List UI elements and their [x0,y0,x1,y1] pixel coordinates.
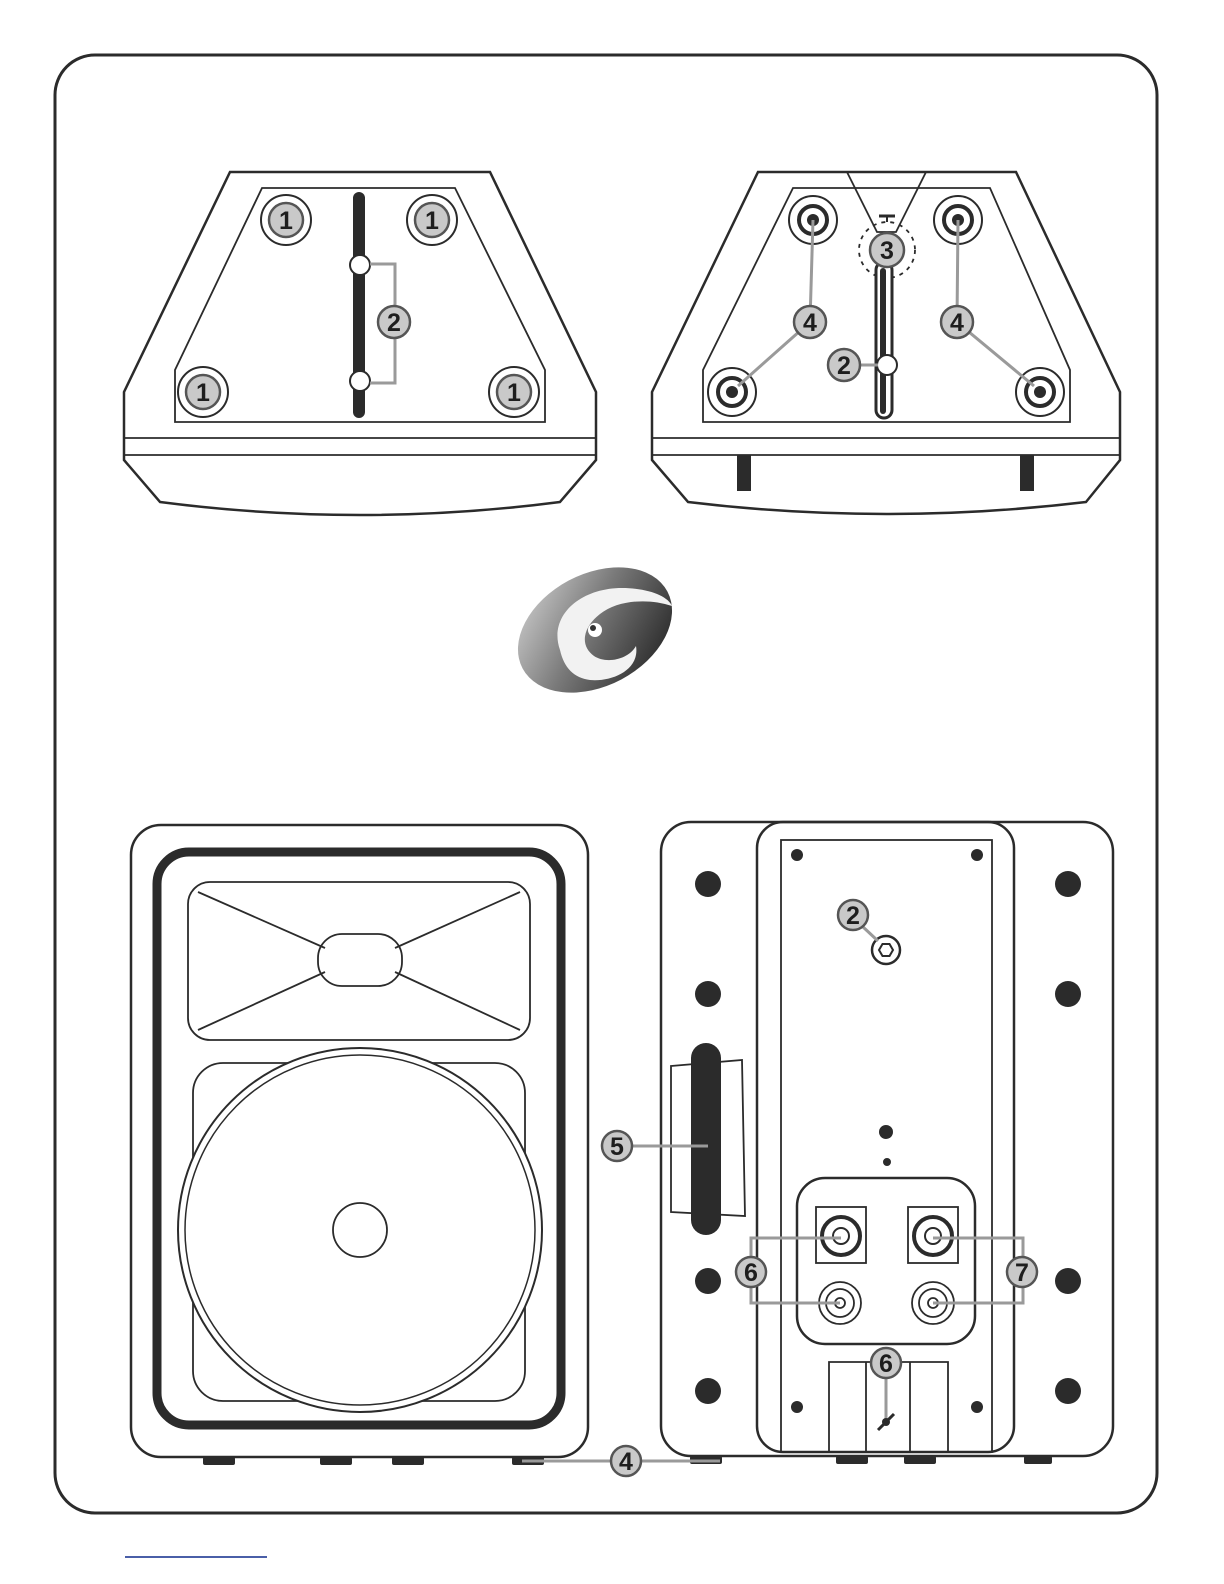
svg-text:4: 4 [619,1448,633,1476]
front-view [131,825,588,1465]
callout-1-top-right: 1 [415,203,449,237]
callout-1-bottom-left: 1 [186,375,220,409]
top-view-2 [652,172,1120,514]
callout-2-top-view-2: 2 [828,349,860,381]
callout-2-top-view-1: 2 [378,306,410,338]
svg-text:5: 5 [610,1133,624,1161]
footer-rule [125,1556,267,1558]
svg-text:1: 1 [507,379,521,407]
callout-2-rear: 2 [838,900,868,930]
svg-text:1: 1 [425,207,439,235]
callout-1-bottom-right: 1 [497,375,531,409]
callout-4-left: 4 [794,306,826,338]
svg-text:4: 4 [803,309,817,337]
callout-7: 7 [1007,1257,1037,1287]
svg-text:1: 1 [196,379,210,407]
callout-3: 3 [870,233,904,267]
g-logo-icon [496,542,693,718]
callout-4-feet: 4 [611,1446,641,1476]
svg-text:4: 4 [950,309,964,337]
svg-text:6: 6 [879,1350,893,1378]
top-view-1 [124,172,596,515]
callout-6-side: 6 [736,1257,766,1287]
svg-text:2: 2 [837,352,851,380]
svg-text:7: 7 [1015,1259,1029,1287]
callout-6-bottom: 6 [871,1348,901,1378]
svg-text:6: 6 [744,1259,758,1287]
callout-4-right: 4 [941,306,973,338]
svg-text:3: 3 [880,237,894,265]
callout-5: 5 [602,1131,632,1161]
callout-1-top-left: 1 [269,203,303,237]
svg-text:1: 1 [279,207,293,235]
svg-text:2: 2 [387,309,401,337]
svg-text:2: 2 [846,902,860,930]
